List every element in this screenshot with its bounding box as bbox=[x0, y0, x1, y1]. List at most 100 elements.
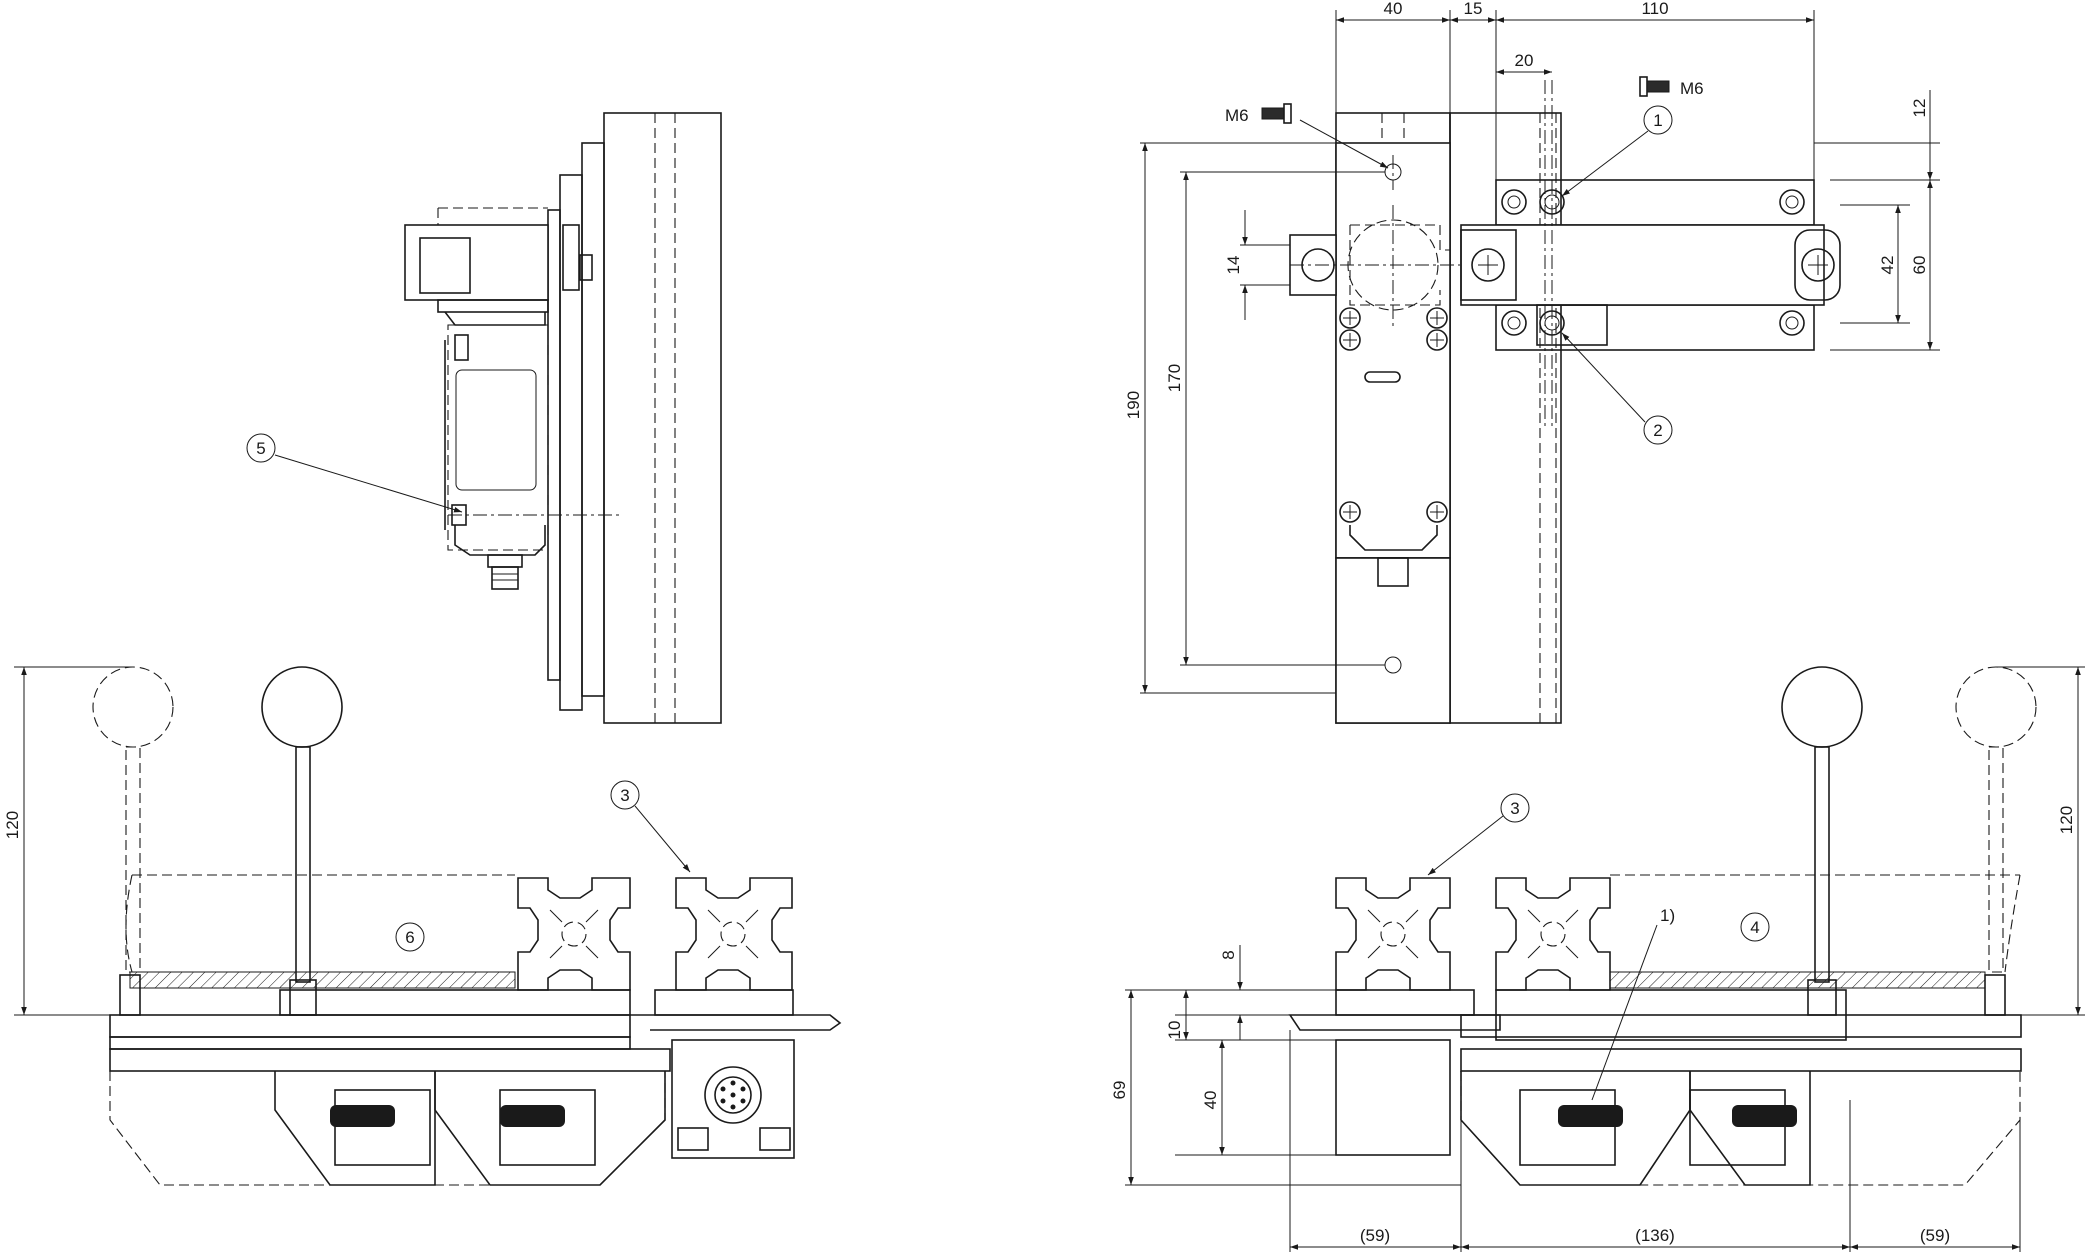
profile-section-left-2 bbox=[675, 877, 793, 991]
handle-foot-ghost-right bbox=[1984, 974, 2006, 1016]
handle-knob bbox=[261, 666, 343, 748]
handle-rod-ghost-right bbox=[1988, 746, 2004, 973]
callout-3-right-label: 3 bbox=[1510, 799, 1519, 818]
connector-plug-side bbox=[491, 566, 519, 590]
front-view: M6 M6 1 2 40 15 110 20 bbox=[1124, 0, 1940, 724]
actuator-arm-screw-right bbox=[1801, 248, 1835, 282]
callout-2-label: 2 bbox=[1653, 421, 1662, 440]
callout-1-leader bbox=[1561, 130, 1649, 197]
handle-rod bbox=[295, 746, 311, 983]
switch-collar bbox=[437, 299, 549, 313]
connector-side bbox=[487, 554, 523, 568]
m6-screw-right-icon bbox=[1646, 80, 1670, 93]
bracket-screws bbox=[1501, 189, 1805, 336]
mount-block-right bbox=[1335, 989, 1475, 1016]
hatched-cover-right bbox=[1609, 971, 1986, 989]
dim-190: 190 bbox=[1124, 391, 1143, 419]
actuator-arm-right-block bbox=[1794, 229, 1841, 301]
connector-socket bbox=[704, 1066, 762, 1124]
dim-120-left: 120 bbox=[3, 811, 22, 839]
screw-set-lower bbox=[1339, 501, 1448, 523]
callout-4-label: 4 bbox=[1750, 918, 1759, 937]
cover-plate-left bbox=[279, 989, 631, 1016]
connector-lug-right bbox=[759, 1127, 791, 1151]
m6-screw-left-icon bbox=[1261, 107, 1285, 120]
callout-3-left-circle bbox=[610, 780, 640, 810]
switch-base bbox=[454, 525, 546, 556]
dim-60: 60 bbox=[1910, 256, 1929, 275]
profile-section-right-2 bbox=[1495, 877, 1611, 991]
knob-housing-1 bbox=[334, 1089, 431, 1166]
knob-housing-2 bbox=[499, 1089, 596, 1166]
housing-right-body bbox=[434, 1071, 666, 1186]
actuator-arm bbox=[1460, 224, 1825, 306]
callout-3-left-label: 3 bbox=[620, 786, 629, 805]
switch-head-section bbox=[1335, 1039, 1451, 1156]
actuator-side bbox=[547, 209, 561, 681]
dim-59-left: (59) bbox=[1360, 1226, 1390, 1245]
grip-knob-1 bbox=[330, 1105, 395, 1127]
dim-10: 10 bbox=[1165, 1021, 1184, 1040]
dim-40: 40 bbox=[1384, 0, 1403, 18]
switch-front-base bbox=[1349, 525, 1438, 551]
note-1-label: 1) bbox=[1660, 906, 1675, 925]
base-plate-left bbox=[109, 1014, 631, 1038]
m6-right-label: M6 bbox=[1680, 79, 1704, 98]
grip-knob-4 bbox=[1732, 1105, 1797, 1127]
handle-rod-right bbox=[1814, 746, 1830, 983]
callout-5-circle bbox=[246, 433, 276, 463]
callout-5-label: 5 bbox=[256, 439, 265, 458]
side-view: 5 bbox=[246, 112, 722, 724]
switch-shoulder bbox=[444, 311, 546, 326]
dim-136: (136) bbox=[1635, 1226, 1675, 1245]
dimensions-top: 40 15 110 20 bbox=[1335, 0, 1815, 180]
profile-section-left-1 bbox=[517, 877, 631, 991]
switch-foot bbox=[451, 504, 467, 526]
mounting-plate-side bbox=[581, 142, 605, 697]
handle-knob-ghost-right bbox=[1955, 666, 2037, 748]
callout-3-right-leader bbox=[1427, 815, 1504, 876]
connector-pins bbox=[720, 1080, 746, 1110]
switch-body-window bbox=[455, 369, 537, 491]
dim-14: 14 bbox=[1224, 256, 1243, 275]
dim-40: 40 bbox=[1201, 1091, 1220, 1110]
swing-envelope-right bbox=[2004, 874, 2021, 973]
callout-3-right-circle bbox=[1500, 793, 1530, 823]
dimensions-right: 12 60 42 bbox=[1814, 90, 1940, 351]
callout-2-circle bbox=[1643, 415, 1673, 445]
handle-knob-ghost bbox=[92, 666, 174, 748]
knob-housing-3 bbox=[1519, 1089, 1616, 1166]
actuator-tongue-right bbox=[1288, 1014, 1501, 1031]
connector-block bbox=[671, 1039, 795, 1159]
dim-69: 69 bbox=[1110, 1081, 1129, 1100]
switch-body-hidden bbox=[447, 324, 549, 551]
dim-20: 20 bbox=[1515, 51, 1534, 70]
m6-screw-left-head bbox=[1283, 103, 1292, 124]
housing-left-body bbox=[274, 1071, 436, 1186]
m6-screw-right-head bbox=[1639, 76, 1648, 97]
housing-right-body-right bbox=[1689, 1071, 1811, 1186]
hatched-cover-left bbox=[129, 971, 516, 989]
m6-screw-right: M6 bbox=[1639, 76, 1704, 98]
rail-left bbox=[109, 1036, 631, 1050]
rail-lower-left bbox=[109, 1048, 671, 1072]
slot bbox=[1364, 371, 1401, 383]
dim-110: 110 bbox=[1641, 0, 1668, 18]
callout-4-circle bbox=[1740, 912, 1770, 942]
callout-1-circle bbox=[1643, 105, 1673, 135]
callout-1-label: 1 bbox=[1653, 111, 1662, 130]
actuator-arm-left-block bbox=[1460, 229, 1517, 301]
dim-59-right: (59) bbox=[1920, 1226, 1950, 1245]
profile-side bbox=[603, 112, 722, 724]
bottom-left-view: 120 3 6 bbox=[3, 666, 842, 1186]
switch-head bbox=[404, 224, 549, 301]
m6-left-leader bbox=[1299, 119, 1389, 169]
connector-socket-inner bbox=[714, 1076, 752, 1114]
handle-rod-ghost bbox=[125, 746, 141, 973]
grip-knob-2 bbox=[500, 1105, 565, 1127]
actuator-tab bbox=[562, 224, 580, 291]
dimensions-left: 190 170 14 bbox=[1124, 142, 1385, 694]
dim-42: 42 bbox=[1878, 256, 1897, 275]
m6-left-label: M6 bbox=[1225, 106, 1249, 125]
